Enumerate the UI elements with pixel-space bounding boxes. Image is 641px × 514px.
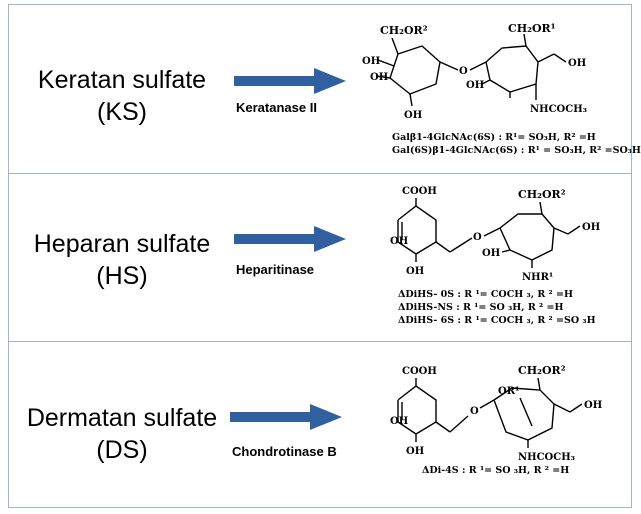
- dermatan-sulfate-title: Dermatan sulfate: [26, 404, 218, 432]
- dermatan-sulfate-name: Dermatan sulfate (DS): [22, 402, 222, 466]
- row-divider-1: [8, 173, 632, 174]
- ds-oh-left-label: OH: [390, 416, 408, 427]
- dermatan-sulfate-structure: COOH CH₂OR² OR¹ OH OH O OH NHCOCH₃: [390, 364, 602, 463]
- ds-cooh-label: COOH: [402, 366, 437, 377]
- ds-o-link-label: O: [470, 406, 479, 417]
- keratan-sulfate-structure: CH₂OR² CH₂OR¹ OH OH OH O OH OH NHCOCH₃: [362, 22, 587, 121]
- hs-legend-line-1: ΔDiHS- 0S : R ¹= COCH ₃, R ² =H: [398, 289, 573, 300]
- chondrotinase-label: Chondrotinase B: [232, 444, 337, 459]
- hs-nhr1-label: NHR¹: [522, 272, 553, 283]
- keratan-sulfate-abbr: (KS): [97, 98, 147, 126]
- ks-oh-bottom-label: OH: [404, 110, 422, 121]
- dermatan-sulfate-legend: ΔDi-4S : R ¹= SO ₃H, R ² =H: [422, 464, 569, 477]
- ks-oh-left-label: OH: [370, 72, 388, 83]
- ds-ch2or2-label: CH₂OR²: [518, 364, 566, 377]
- keratan-sulfate-name: Keratan sulfate (KS): [22, 64, 222, 128]
- ks-oh-mid-label: OH: [466, 80, 484, 91]
- hs-ch2or2-label: CH₂OR²: [518, 188, 566, 201]
- heparitinase-label: Heparitinase: [236, 262, 315, 277]
- keratan-sulfate-legend: Galβ1-4GlcNAc(6S) : R¹= SO₃H, R² =H Gal(…: [392, 131, 641, 157]
- ks-o-link-label: O: [459, 66, 468, 77]
- ks-legend-line-1: Galβ1-4GlcNAc(6S) : R¹= SO₃H, R² =H: [392, 132, 596, 143]
- ks-ch2or1-label: CH₂OR¹: [508, 22, 556, 35]
- hs-oh-bottom-label: OH: [406, 266, 424, 277]
- ks-ch2or2-label: CH₂OR²: [380, 24, 428, 37]
- hs-legend-line-2: ΔDiHS-NS : R ¹= SO ₃H, R ² =H: [398, 302, 564, 313]
- heparan-sulfate-abbr: (HS): [96, 262, 148, 290]
- ks-oh-top-label: OH: [362, 56, 380, 67]
- keratan-sulfate-title: Keratan sulfate: [37, 66, 207, 94]
- ds-oh-bottom-label: OH: [406, 446, 424, 457]
- keratanase-arrow: [234, 68, 346, 94]
- heparan-sulfate-structure: COOH CH₂OR² OH OH O OH OH NHR¹: [390, 186, 600, 283]
- dermatan-sulfate-abbr: (DS): [96, 436, 148, 464]
- heparan-sulfate-name: Heparan sulfate (HS): [22, 228, 222, 292]
- keratanase-label: Keratanase II: [236, 100, 317, 115]
- ds-oh-right-label: OH: [584, 400, 602, 411]
- heparan-sulfate-legend: ΔDiHS- 0S : R ¹= COCH ₃, R ² =H ΔDiHS-NS…: [398, 288, 596, 327]
- ks-nhcoch3-label: NHCOCH₃: [530, 104, 587, 115]
- heparan-sulfate-title: Heparan sulfate: [33, 230, 211, 258]
- hs-oh-left-label: OH: [390, 236, 408, 247]
- ds-or1-label: OR¹: [498, 386, 519, 397]
- hs-legend-line-3: ΔDiHS- 6S : R ¹= COCH ₃, R ² =SO ₃H: [398, 315, 596, 326]
- ds-nhcoch3-label: NHCOCH₃: [518, 452, 575, 463]
- chondrotinase-arrow: [230, 404, 342, 430]
- hs-oh-right-label: OH: [582, 222, 600, 233]
- hs-cooh-label: COOH: [402, 186, 437, 197]
- hs-oh-mid-label: OH: [482, 248, 500, 259]
- ks-oh-right-label: OH: [568, 58, 586, 69]
- hs-o-link-label: O: [473, 232, 482, 243]
- heparitinase-arrow: [234, 226, 346, 252]
- diagram-frame: [8, 4, 632, 508]
- row-divider-2: [8, 341, 632, 342]
- ds-legend-line-1: ΔDi-4S : R ¹= SO ₃H, R ² =H: [422, 465, 570, 476]
- ks-legend-line-2: Gal(6S)β1-4GlcNAc(6S) : R¹ = SO₃H, R² =S…: [392, 145, 641, 156]
